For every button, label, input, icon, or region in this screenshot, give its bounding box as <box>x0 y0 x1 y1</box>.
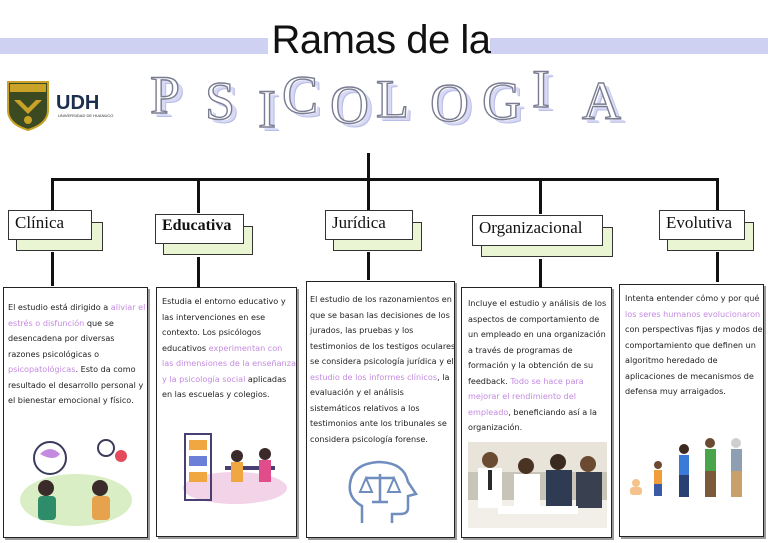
stem-line <box>539 259 542 287</box>
card-text: El estudio de los razonamientos en que s… <box>310 292 456 447</box>
drop-line <box>51 178 54 210</box>
card-text-segment: . Esto da como resultado el desarrollo p… <box>8 364 144 405</box>
card-text-segment: El estudio de los razonamientos en que s… <box>310 294 456 366</box>
title-bar-left <box>0 38 268 54</box>
card-clinica: El estudio está dirigido a aliviar el es… <box>3 287 148 538</box>
big-letter: I <box>531 58 550 119</box>
card-text-segment: con perspectivas fijas y modos de compor… <box>625 324 763 396</box>
highlighted-text: experimentan con las dimensiones de la e… <box>162 342 296 384</box>
stem-line <box>716 252 719 282</box>
highlighted-text: psicopatológicas <box>8 364 76 374</box>
stem-line <box>197 257 200 287</box>
big-letter: L <box>375 68 409 129</box>
stem-line <box>51 252 54 286</box>
university-logo: UDH UNIVERSIDAD DE HUANUCO <box>6 80 114 134</box>
drop-line <box>716 178 719 210</box>
logo-subtext: UNIVERSIDAD DE HUANUCO <box>58 113 114 118</box>
conversation-people-icon <box>20 439 132 526</box>
horizontal-line <box>51 178 719 181</box>
highlighted-text: los seres humanos evolucionaron <box>625 308 761 319</box>
card-text-segment: , la evaluación y el análisis sistemátic… <box>310 371 450 444</box>
branch-label-organizacional: Organizacional <box>472 215 603 246</box>
card-text-segment: , beneficiando así a la organización. <box>468 406 597 433</box>
title-bar-right <box>490 38 768 54</box>
big-letter: O <box>429 72 469 133</box>
card-text-segment: aplicadas en las escuelas y colegios. <box>162 373 287 400</box>
classroom-study-icon <box>183 433 287 504</box>
card-text-segment: Intenta entender cómo y por qué <box>625 293 760 303</box>
highlighted-text: Todo se hace para mejorar el rendimiento… <box>468 375 584 417</box>
drop-line <box>539 178 542 214</box>
big-letter: A <box>581 70 621 131</box>
logo-text: UDH <box>56 92 100 114</box>
shield-icon <box>7 81 49 132</box>
human-evolution-icon <box>630 438 742 497</box>
drop-line <box>197 178 200 213</box>
big-word-psicologia: P S I C O L O G I A <box>149 58 650 139</box>
card-text-segment: que se desencadena por diversas razones … <box>8 317 115 359</box>
page-title: Ramas de la <box>271 18 491 62</box>
drop-line <box>367 178 370 210</box>
big-letter: I <box>257 78 276 139</box>
big-letter: O <box>329 74 369 135</box>
card-text-segment: Incluye el estudio y análisis de los asp… <box>468 298 607 386</box>
highlighted-text: aliviar el estrés o disfunción <box>8 302 146 328</box>
card-organizacional: Incluye el estudio y análisis de los asp… <box>461 287 612 538</box>
card-educativa: Estudia el entorno educativo y las inter… <box>156 287 297 537</box>
card-text: Intenta entender cómo y por qué los sere… <box>625 291 765 400</box>
card-text: Estudia el entorno educativo y las inter… <box>162 294 296 403</box>
big-letter: P <box>149 64 181 125</box>
card-text: El estudio está dirigido a aliviar el es… <box>8 300 147 409</box>
branch-label-clinica: Clínica <box>8 210 92 240</box>
card-juridica: El estudio de los razonamientos en que s… <box>306 281 455 538</box>
card-text-segment: Estudia el entorno educativo y las inter… <box>162 296 286 353</box>
head-scales-icon <box>348 460 419 523</box>
big-letter: S <box>204 70 236 131</box>
branch-label-evolutiva: Evolutiva <box>659 210 745 240</box>
trunk-line <box>367 153 370 179</box>
big-letter: C <box>281 64 319 125</box>
stem-line <box>367 252 370 280</box>
branch-label-educativa: Educativa <box>155 214 244 244</box>
branch-label-juridica: Jurídica <box>325 210 413 240</box>
card-text: Incluye el estudio y análisis de los asp… <box>468 296 611 436</box>
highlighted-text: estudio de los informes clínicos <box>310 371 438 382</box>
business-team-icon <box>468 442 607 528</box>
card-evolutiva: Intenta entender cómo y por qué los sere… <box>619 284 764 537</box>
card-text-segment: El estudio está dirigido a <box>8 302 111 312</box>
big-letter: G <box>481 70 521 131</box>
